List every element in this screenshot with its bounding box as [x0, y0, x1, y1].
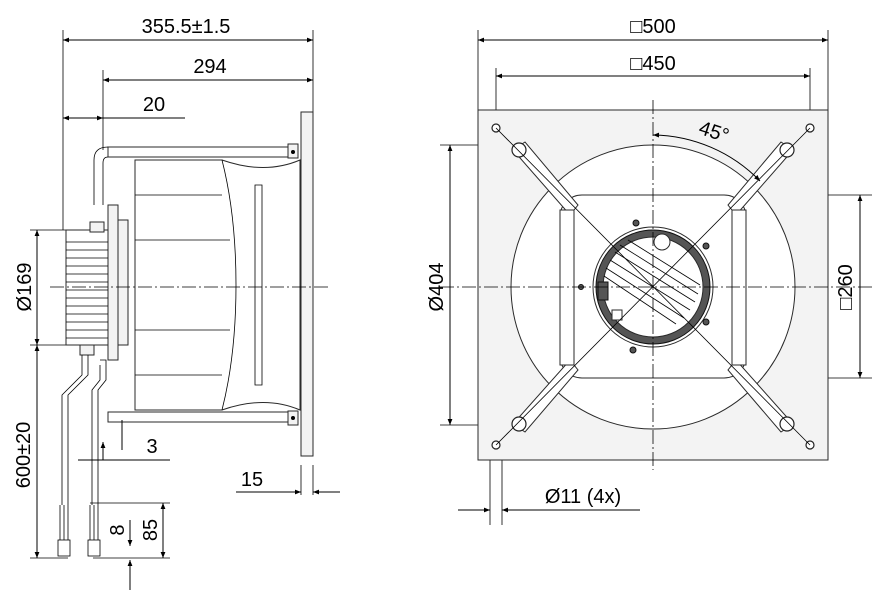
motor-housing	[65, 229, 109, 346]
side-view: 355.5±1.5 294 20 Ø169 600±20 3 15 8 85	[13, 16, 340, 590]
dim-overall-length: 355.5±1.5	[142, 16, 231, 38]
impeller-shroud	[134, 159, 301, 411]
dim-85: 85	[140, 519, 162, 541]
dim-holes-11: Ø11 (4x)	[545, 486, 621, 508]
side-fan-body	[50, 111, 330, 557]
support-rod-bottom	[107, 411, 299, 423]
dim-15: 15	[241, 469, 263, 491]
dim-3: 3	[146, 436, 157, 458]
cable-2	[91, 365, 101, 505]
dim-hole-pitch-450: □450	[630, 53, 675, 75]
dim-8: 8	[107, 524, 129, 535]
dim-length-294: 294	[193, 56, 226, 78]
cable-gland	[79, 344, 95, 356]
motor-flange	[107, 204, 119, 361]
dim-inlet-diameter: Ø404	[426, 263, 448, 312]
dim-20: 20	[143, 94, 165, 116]
side-extension-lines	[30, 30, 314, 559]
cable-1	[61, 355, 83, 505]
front-view: □500 □450 45° Ø404 □260 Ø11 (4x)	[426, 16, 872, 525]
side-dimension-lines	[34, 37, 340, 590]
front-dimension-lines	[447, 37, 863, 513]
motor-cooling-fins	[66, 241, 108, 339]
dim-plate-500: □500	[630, 16, 675, 38]
dim-square-260: □260	[835, 264, 857, 309]
dim-motor-diameter: Ø169	[14, 263, 36, 312]
support-rod-top	[107, 146, 299, 158]
dim-cable-length: 600±20	[13, 422, 35, 489]
cable-wire-ends	[57, 505, 101, 557]
mounting-plate-side	[300, 111, 314, 457]
